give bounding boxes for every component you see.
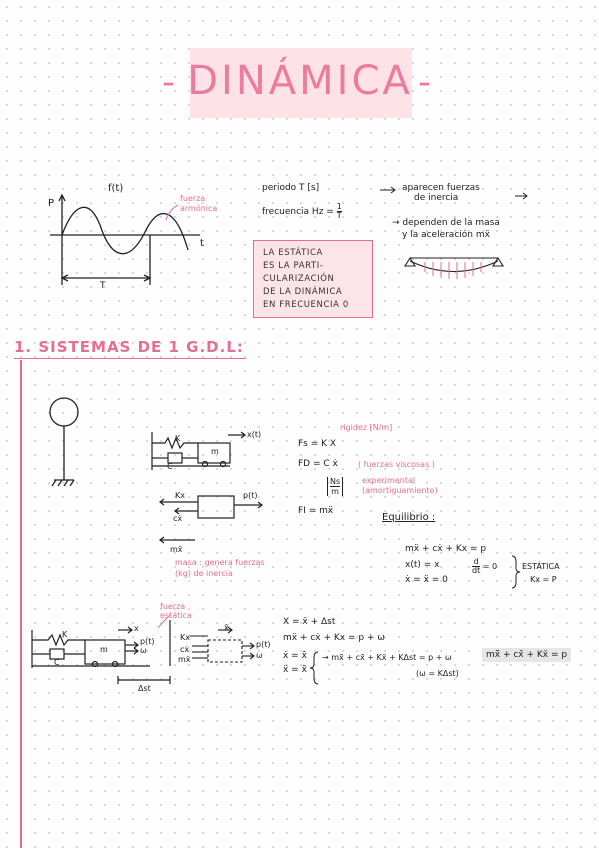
experimental-note: experimental (amortiguamiento): [362, 476, 438, 495]
d2-label-cx: cẋ: [180, 645, 190, 654]
d2-label-kx: Kx: [180, 633, 190, 642]
graph-label-ft: f(t): [108, 183, 124, 194]
sdof-diagram-2: [31, 620, 171, 684]
fuerzas-viscosas-note: ( fuerzas viscosas ): [358, 460, 435, 469]
d2-label-pt: p(t): [140, 637, 155, 646]
d2-label-k: K: [62, 630, 68, 639]
free-body-diagram: [159, 495, 263, 544]
equilibrio-label: Equilibrio :: [382, 512, 436, 523]
section-heading: 1. SISTEMAS DE 1 G.D.L:: [14, 338, 244, 356]
eq-fi: FI = mẍ: [298, 506, 334, 516]
d2-label-xbar: x̄: [224, 623, 229, 632]
eq-xt: x(t) = x: [405, 560, 440, 570]
fuerza-estatica-note: fuerza estática: [160, 602, 192, 620]
sdof-diagram-1: [151, 431, 246, 470]
section-margin-line: [20, 360, 22, 848]
d2-label-w2: ω: [256, 651, 263, 660]
title-dash-right: -: [418, 62, 431, 103]
period-arrow-right: [143, 274, 152, 282]
fuerza-armonica-note: fuerza armónica: [180, 194, 218, 213]
d1-label-pt: p(t): [243, 491, 258, 500]
periodo-text: periodo T [s]: [262, 183, 320, 193]
d1-label-xt: x(t): [247, 430, 262, 439]
brace-right: [511, 555, 521, 589]
d1-label-kx: Kx: [175, 491, 185, 500]
graph-y-arrow: [58, 193, 66, 202]
frecuencia-text: frecuencia Hz = 1 T: [262, 202, 342, 220]
d1-label-cx: cẋ: [173, 514, 183, 523]
d1-label-k: K: [175, 434, 181, 443]
section-underline: [14, 358, 246, 360]
eq2-expanded: → mẍ̄ + cẋ̄ + Kx̄ + KΔst = p + ω: [322, 653, 452, 662]
pendulum-drawing: [49, 397, 79, 487]
inertia-arrows: [424, 262, 482, 279]
masa-note: masa : genera fuerzas (kg) de inercia: [175, 558, 265, 578]
free-body-diagram-2: [190, 626, 255, 663]
d2-label-delta: Δst: [138, 684, 151, 693]
damping-units: Ns m: [327, 477, 344, 496]
fuerza-estatica-pointer: [157, 614, 171, 629]
d2-label-pt2: p(t): [256, 640, 271, 649]
fuerza-pointer: [165, 204, 179, 221]
eq2-xd: ẋ = x̄̇: [283, 651, 307, 661]
d1-label-mx: mẍ: [170, 545, 183, 554]
eq-ddt: d dt = 0: [472, 557, 498, 575]
rigidez-note: rigidez [N/m]: [340, 423, 393, 432]
d2-label-w: ω: [140, 646, 147, 655]
graph-label-p: P: [48, 198, 55, 209]
dependen-text: → dependen de la masa y la aceleración m…: [392, 218, 500, 240]
brace-left: [309, 651, 319, 685]
estatica-eq: Kx = P: [530, 575, 557, 584]
eq2-xdd: ẍ = x̄̈: [283, 665, 307, 675]
eq-fs: Fs = K X: [298, 439, 337, 449]
aparecen-text: aparecen fuerzas de inercia: [402, 183, 480, 203]
d2-label-x: x: [134, 624, 139, 633]
d1-label-c: C: [167, 462, 173, 471]
d2-label-m: m: [100, 645, 108, 654]
eq2-result: mẍ̄ + cẋ̄ + Kx̄ = p: [482, 648, 572, 662]
sine-curve: [61, 206, 189, 255]
d2-label-mx: mẍ: [178, 655, 191, 664]
harmonic-graph: [50, 193, 200, 285]
period-arrow-left: [60, 274, 69, 282]
page-title: DINÁMICA: [187, 58, 413, 104]
title-dash-left: -: [162, 62, 175, 103]
graph-label-period: T: [100, 281, 106, 291]
graph-label-t: t: [200, 238, 204, 249]
title-highlight: [190, 48, 412, 118]
eq2-eq: mẍ + cẋ + Kx = p + ω: [283, 633, 385, 643]
beam-drawing: [404, 256, 504, 273]
d2-label-c: C: [54, 658, 60, 667]
arrow-aparecen-right-head: [522, 192, 528, 200]
eq2-x-def: X = x̄ + Δst: [283, 617, 336, 627]
d1-label-m: m: [211, 447, 219, 456]
estatica-note-box: LA ESTÁTICA ES LA PARTI- CULARIZACIÓN DE…: [253, 240, 373, 318]
eq-fd: FD = C ẋ: [298, 459, 338, 469]
eq2-w-def: (ω = KΔst): [416, 669, 459, 678]
eq-main: mẍ + cẋ + Kx = p: [405, 544, 487, 554]
arrow-aparecen-head: [390, 186, 396, 194]
eq-dot: ẋ = ẍ = 0: [405, 575, 448, 585]
estatica-label: ESTÁTICA: [522, 562, 560, 571]
